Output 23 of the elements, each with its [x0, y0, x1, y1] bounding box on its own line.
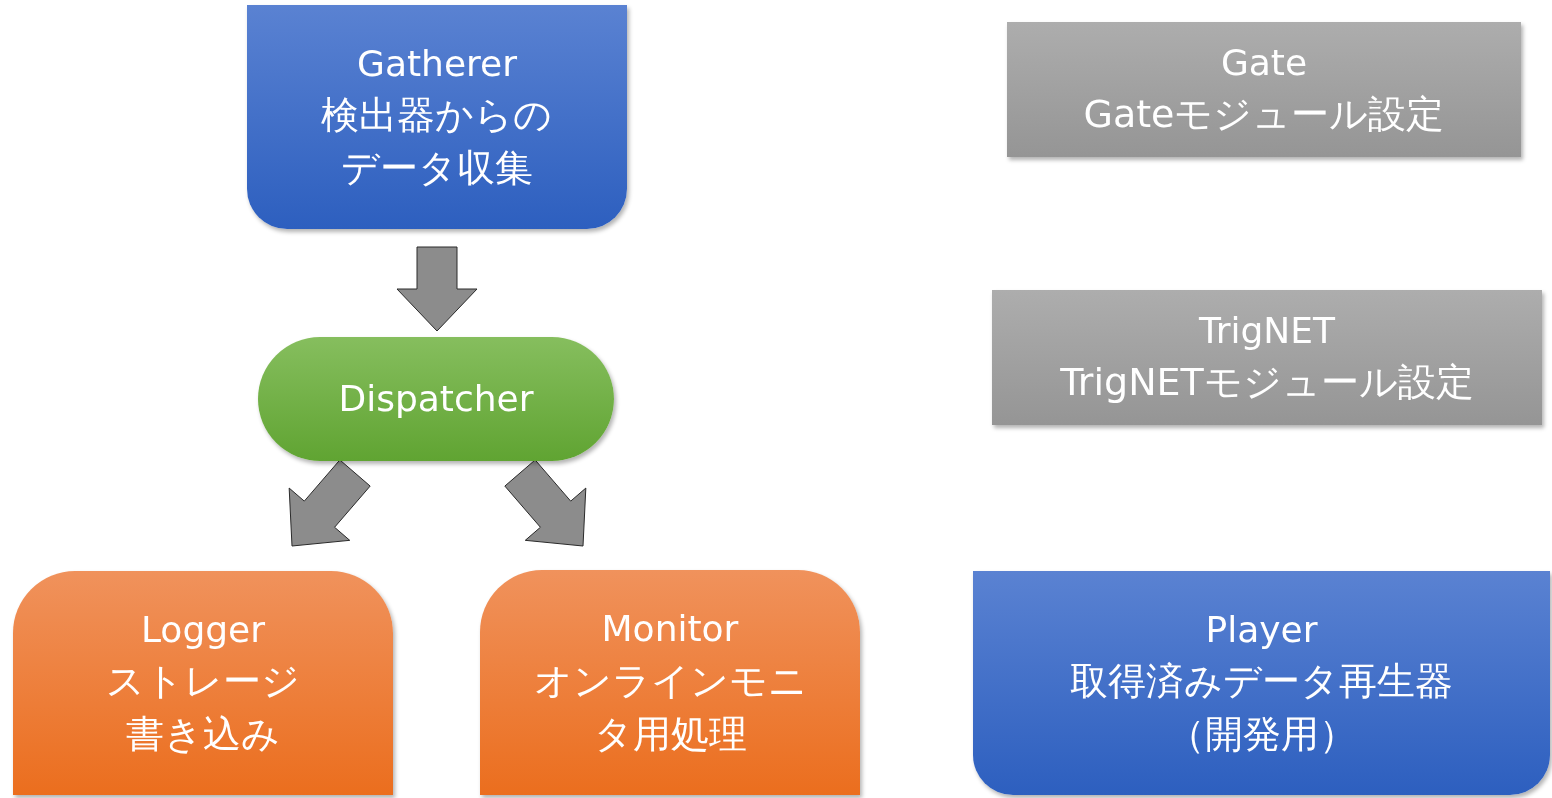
node-title: Monitor	[601, 607, 739, 652]
process-box	[480, 570, 860, 795]
block-arrow	[396, 246, 478, 332]
node-description: 検出器からのデータ収集	[320, 92, 554, 193]
process-box	[973, 571, 1550, 795]
block-arrow	[504, 459, 587, 547]
node-description: オンラインモニタ用処理	[532, 657, 808, 758]
node-description: ストレージ書き込み	[105, 658, 301, 759]
node-description: 取得済みデータ再生器（開発用）	[1069, 658, 1454, 759]
module-box	[1007, 22, 1521, 157]
node-description: Gateモジュール設定	[1083, 91, 1445, 139]
process-box	[13, 571, 393, 795]
node-title: Gatherer	[357, 41, 517, 86]
process-box	[247, 5, 627, 229]
node-title: TrigNET	[1199, 308, 1335, 353]
node-title: Player	[1205, 607, 1318, 652]
node-title: Gate	[1220, 40, 1308, 85]
node-description: TrigNETモジュール設定	[1060, 359, 1474, 407]
block-arrow	[288, 459, 371, 547]
process-pill	[258, 337, 614, 461]
module-box	[992, 290, 1542, 425]
node-title: Logger	[140, 607, 266, 652]
node-title: Dispatcher	[338, 376, 534, 421]
